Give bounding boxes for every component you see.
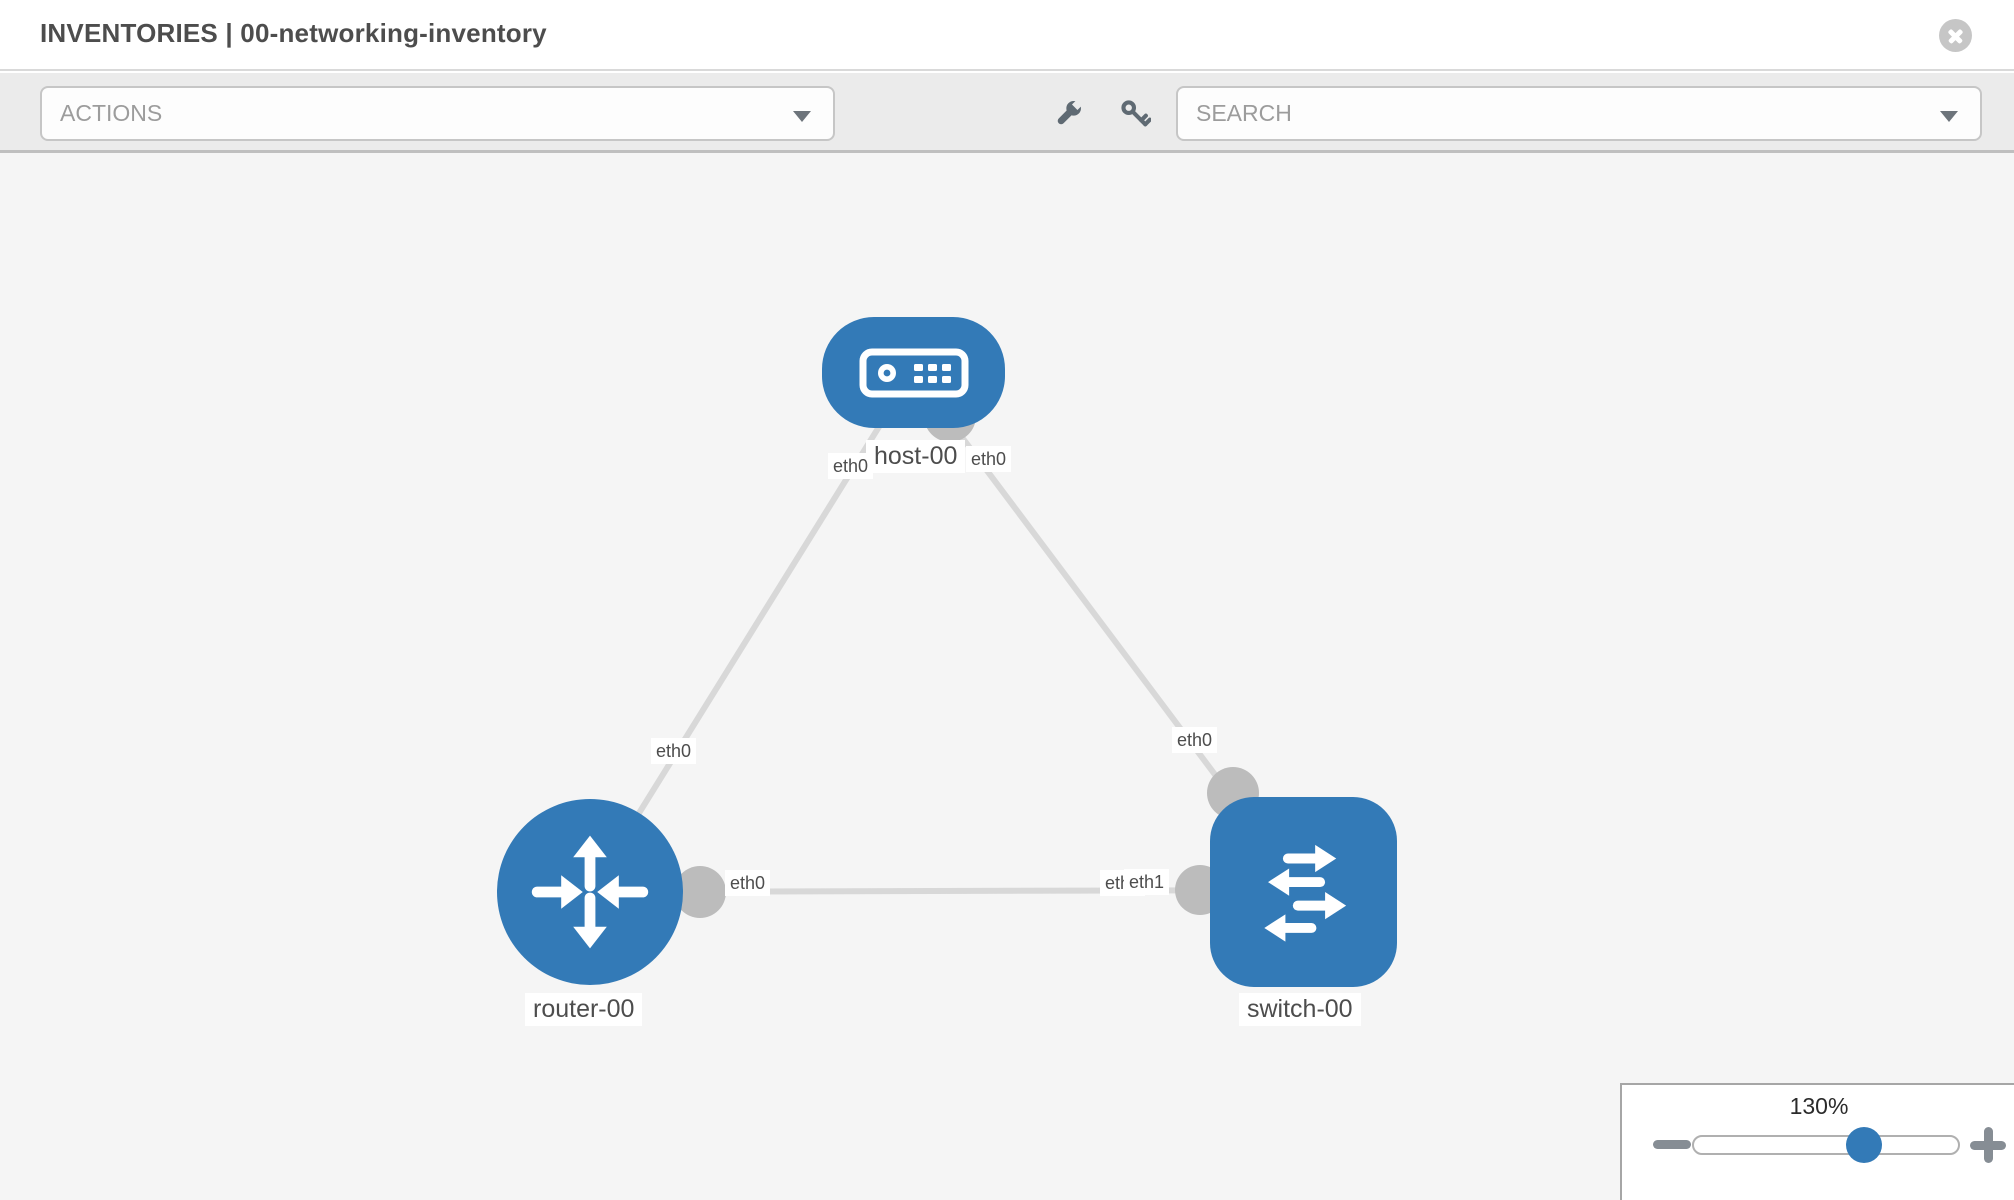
iface-label-host-eth0-left: eth0 xyxy=(828,453,874,479)
iface-label-switch-top-eth0: eth0 xyxy=(1172,727,1218,753)
iface-label-router-link-eth0: eth0 xyxy=(651,738,697,764)
switch-icon xyxy=(1263,844,1346,942)
zoom-out-icon[interactable] xyxy=(1653,1140,1691,1149)
zoom-slider-thumb[interactable] xyxy=(1846,1127,1882,1163)
page-title: INVENTORIES | 00-networking-inventory xyxy=(40,18,547,48)
topology-canvas[interactable]: host-00 router-00 switch-00 eth0 eth0 et… xyxy=(0,153,2014,1200)
node-router-00[interactable] xyxy=(497,799,683,985)
iface-label-switch-eth1: eth1 xyxy=(1124,869,1170,895)
header: INVENTORIES | 00-networking-inventory xyxy=(0,0,2014,71)
actions-dropdown[interactable]: ACTIONS xyxy=(40,86,835,141)
zoom-in-icon[interactable] xyxy=(1970,1127,2006,1163)
node-label-host-00: host-00 xyxy=(866,440,966,473)
zoom-panel: 130% xyxy=(1620,1083,2014,1200)
router-icon xyxy=(531,835,649,949)
node-label-switch-00: switch-00 xyxy=(1239,993,1361,1026)
key-icon[interactable] xyxy=(1119,98,1151,130)
node-host-00[interactable] xyxy=(822,317,1005,428)
iface-label-router-eth0: eth0 xyxy=(725,870,771,896)
actions-dropdown-label: ACTIONS xyxy=(60,100,163,126)
toolbar: ACTIONS SEARCH xyxy=(0,73,2014,153)
zoom-slider-track[interactable] xyxy=(1692,1135,1960,1155)
topology-links-layer xyxy=(587,370,1306,918)
chevron-down-icon xyxy=(793,111,811,122)
host-icon xyxy=(859,348,968,397)
zoom-level: 130% xyxy=(1789,1093,1849,1119)
node-label-router-00: router-00 xyxy=(525,993,643,1026)
iface-label-host-eth0-right: eth0 xyxy=(966,446,1012,472)
search-dropdown[interactable]: SEARCH xyxy=(1176,86,1982,141)
chevron-down-icon xyxy=(1940,111,1958,122)
search-dropdown-label: SEARCH xyxy=(1196,100,1292,126)
close-icon[interactable] xyxy=(1939,19,1972,52)
port-router-eth[interactable] xyxy=(674,866,726,918)
wrench-icon[interactable] xyxy=(1052,98,1084,130)
node-switch-00[interactable] xyxy=(1210,797,1397,987)
